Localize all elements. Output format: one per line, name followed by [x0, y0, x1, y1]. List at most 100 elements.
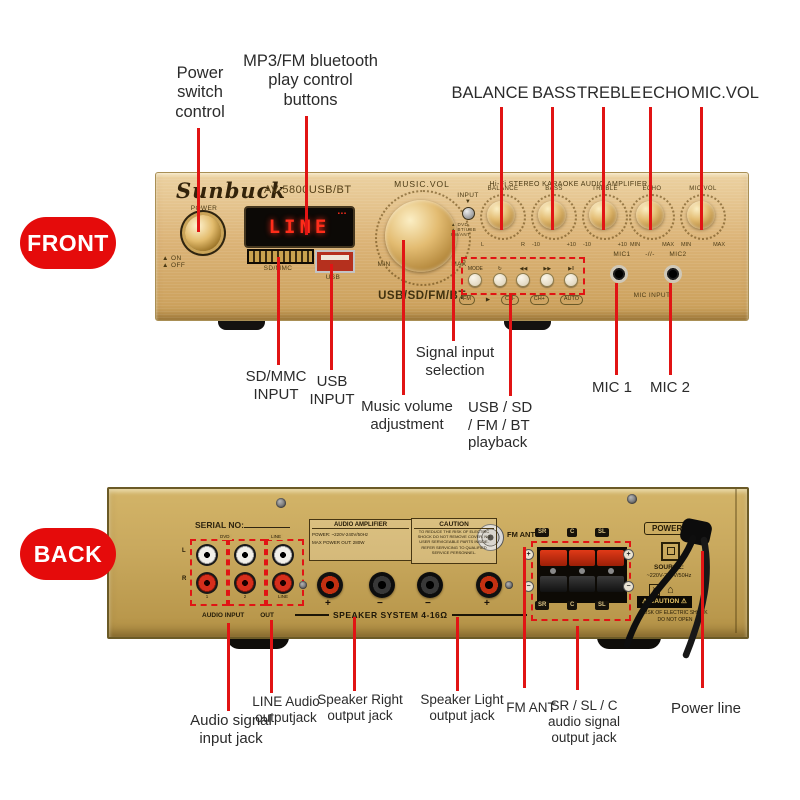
label-power-line: Power line	[670, 700, 742, 717]
amp-box-maxout: MAX POWER OUT: 280W	[312, 539, 365, 545]
ch-plus-sub-label: CH+	[529, 295, 549, 305]
label-bass: BASS	[531, 84, 577, 102]
rca-white-jack	[272, 544, 294, 566]
label-speaker-left-output: Speaker Light output jack	[420, 692, 504, 723]
binding-post-black	[369, 572, 395, 598]
label-playback: USB / SD / FM / BT playback	[468, 399, 533, 452]
playback-formats-label: USB/SD/FM/BT	[378, 290, 466, 302]
rca-jack-block: DVD LINE L R 1 2 LINE AUDIO INPUT OUT	[182, 534, 304, 626]
caution-spec-box: CAUTION TO REDUCE THE RISK OF ELECTRIC S…	[411, 518, 497, 564]
auto-sub-label: AUTO	[559, 295, 583, 305]
label-speaker-right-output: Speaker Right output jack	[317, 692, 403, 723]
do-not-open-label: DO NOT OPEN	[657, 617, 693, 623]
label-signal-input: Signal input selection	[415, 344, 495, 379]
screw-icon	[505, 581, 513, 589]
speaker-system-row: SPEAKER SYSTEM 4-16Ω	[295, 610, 527, 620]
back-badge: BACK	[20, 528, 116, 580]
label-power-switch-control: Power switch control	[175, 64, 225, 121]
knob-treble-min: -10	[583, 242, 591, 248]
spring-clip-red	[597, 550, 624, 566]
rca-col3-label: LINE	[277, 594, 288, 599]
next-button	[540, 272, 555, 287]
signal-bars-icon: ▪▪▪	[337, 211, 347, 217]
pointer-line-balance	[500, 107, 503, 230]
serial-no-text: SERIAL NO:	[195, 520, 244, 530]
mic2-jack	[664, 265, 682, 283]
input-options-label: ▲ DVD ▲ BT/USB FM/ANT	[451, 222, 477, 237]
knob-bass-min: -10	[532, 242, 540, 248]
panel-edge-line	[735, 489, 737, 633]
line-out-label: OUT	[260, 612, 274, 619]
rca-white-jack	[234, 544, 256, 566]
sd-card-slot	[247, 249, 314, 264]
knob-bass-max: +10	[566, 242, 576, 248]
on-off-label: ▲ ON ▲ OFF	[162, 255, 186, 269]
spring-terminal-block	[537, 547, 627, 603]
terminal-minus-sign: −	[623, 581, 634, 592]
terminal-screw	[550, 568, 557, 574]
play-pause-button	[564, 272, 579, 287]
pointer-line-power-cord	[701, 551, 704, 688]
speaker-system-label: SPEAKER SYSTEM 4-16Ω	[333, 610, 448, 620]
pointer-line-signal-input	[452, 230, 455, 341]
label-usb-input: USB INPUT	[309, 373, 355, 408]
pointer-line-micvol	[700, 107, 703, 230]
caution-box-title: CAUTION	[414, 521, 494, 529]
spring-clip-black	[597, 576, 624, 592]
divider	[451, 614, 527, 616]
c-top-tag: C	[567, 528, 578, 537]
mic-separator: -//-	[645, 251, 655, 258]
amp-box-power: POWER: ~220V-240V/50Hz	[312, 532, 369, 537]
binding-post-black	[417, 572, 443, 598]
label-fm-ant: FM ANT	[506, 700, 556, 715]
rca-group1-outline	[190, 539, 228, 606]
input-selector-group: INPUT ▼ ▲ DVD ▲ BT/USB FM/ANT	[446, 192, 490, 237]
post-sign-plus: +	[484, 598, 490, 609]
pointer-line-audio-input	[227, 623, 230, 711]
music-vol-knob-cap	[385, 200, 457, 272]
voltage-label: ~220V-240V/50Hz	[646, 573, 692, 579]
mic-input-label: MIC INPUT	[633, 292, 671, 299]
amp-spec-box: AUDIO AMPLIFIER POWER: ~220V-240V/50Hz M…	[309, 519, 412, 561]
usb-port	[315, 250, 355, 273]
mic1-jack	[610, 265, 628, 283]
pointer-line-playback	[509, 293, 512, 396]
label-balance: BALANCE	[451, 84, 529, 102]
pointer-line-sd	[277, 257, 280, 365]
pointer-line-srslc	[576, 626, 579, 690]
power-label: POWER	[190, 205, 218, 212]
pointer-line-bass	[551, 107, 554, 230]
binding-post-red	[317, 572, 343, 598]
source-label: SOURCE:	[654, 564, 684, 571]
rca-red-jack	[196, 572, 218, 594]
pointer-line-power	[197, 128, 200, 232]
caution-box-body: TO REDUCE THE RISK OF ELECTRIC SHOCK DO …	[417, 529, 491, 555]
pointer-line-mic2	[669, 283, 672, 375]
music-vol-knob	[375, 190, 471, 286]
brand-logo: Sunbuck	[176, 178, 286, 203]
pointer-line-music-vol	[402, 240, 405, 395]
rca-line-top-label: LINE	[269, 534, 284, 540]
sr-top-tag: SR	[535, 528, 550, 537]
pointer-line-speaker-right	[353, 617, 356, 691]
spring-clip-black	[568, 576, 596, 592]
knob-micvol-max: MAX	[713, 242, 725, 248]
rca-group2-outline	[228, 539, 266, 606]
c-bottom-tag: C	[567, 601, 578, 610]
sl-top-tag: SL	[595, 528, 609, 537]
terminal-plus-sign: +	[623, 549, 634, 560]
front-foot-left	[218, 318, 265, 330]
risk-label: RISK OF ELECTRIC SHOCK	[642, 610, 708, 616]
power-button	[185, 215, 221, 251]
knob-balance-min: L	[481, 242, 485, 248]
trash-bin-icon: ✕	[649, 584, 660, 596]
play-pause-icon: ▶‖	[568, 265, 575, 272]
prev-icon: ◀◀	[519, 265, 528, 272]
music-vol-min: MIN	[377, 261, 391, 268]
input-label: INPUT	[457, 192, 479, 199]
post-sign-minus: −	[425, 598, 431, 609]
knob-echo-label: ECHO	[642, 186, 662, 192]
rca-l-label: L	[182, 548, 186, 554]
